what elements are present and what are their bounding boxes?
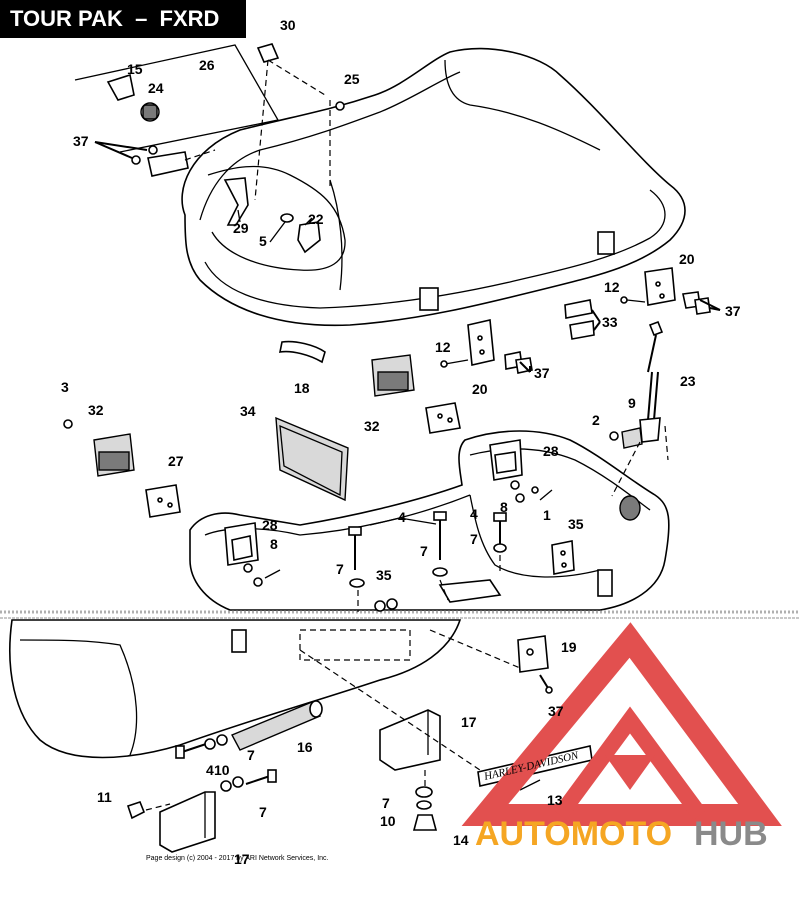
callout-32: 32: [88, 402, 104, 418]
callout-27: 27: [168, 453, 184, 469]
hinges-right: [564, 267, 721, 340]
callout-7: 7: [259, 804, 267, 820]
callout-13: 13: [547, 792, 563, 808]
callout-34: 34: [240, 403, 256, 419]
latch-group: [74, 43, 345, 201]
callout-35: 35: [376, 567, 392, 583]
callout-4: 4: [470, 506, 478, 522]
callout-16: 16: [297, 739, 313, 755]
callout-26: 26: [199, 57, 215, 73]
callout-9: 9: [628, 395, 636, 411]
seal-strip: [278, 340, 326, 364]
callout-18: 18: [294, 380, 310, 396]
callout-28: 28: [543, 443, 559, 459]
tour-pak-base-lower: [9, 619, 462, 759]
callout-17: 17: [234, 851, 250, 867]
callout-7: 7: [336, 561, 344, 577]
callout-35: 35: [568, 516, 584, 532]
callout-1: 1: [543, 507, 551, 523]
watermark-text-part1: AUTOMOTO: [475, 815, 672, 853]
callout-37: 37: [73, 133, 89, 149]
callout-7: 7: [420, 543, 428, 559]
callout-32: 32: [364, 418, 380, 434]
watermark-logo: [461, 622, 782, 826]
hinges-center: [440, 319, 533, 374]
watermark-text-part2: HUB: [694, 815, 768, 853]
callout-33: 33: [602, 314, 618, 330]
callout-11: 11: [97, 789, 112, 805]
callout-12: 12: [604, 279, 620, 295]
callout-7: 7: [247, 747, 255, 763]
clamps-35: [374, 540, 575, 612]
liner-panel: [275, 416, 349, 502]
callout-5: 5: [259, 233, 267, 249]
callout-17: 17: [461, 714, 477, 730]
callout-2: 2: [592, 412, 600, 428]
callout-24: 24: [148, 80, 164, 96]
callout-8: 8: [270, 536, 278, 552]
callout-4: 4: [398, 509, 406, 525]
page-title: TOUR PAK – FXRD: [0, 0, 246, 38]
hinge-screws-top-left: [94, 141, 216, 177]
copyright-notice: Page design (c) 2004 - 2017 by ARI Netwo…: [146, 855, 329, 862]
callout-28: 28: [262, 517, 278, 533]
callout-19: 19: [561, 639, 577, 655]
latch-28-left: [224, 522, 281, 587]
hinge-19: [429, 629, 553, 694]
callout-14: 14: [453, 832, 469, 848]
callout-30: 30: [280, 17, 296, 33]
callout-37: 37: [534, 365, 550, 381]
callout-labels: 1 2 3 4 4 4 5 7 7 7 7 7 7 8 8 9 10 10 11…: [61, 17, 741, 867]
lock-parts: [237, 209, 313, 243]
callout-29: 29: [233, 220, 249, 236]
callout-37: 37: [725, 303, 741, 319]
support-strut: [609, 320, 669, 497]
center-bolts: [348, 511, 507, 612]
callout-8: 8: [500, 499, 508, 515]
callout-22: 22: [308, 211, 324, 227]
callout-20: 20: [472, 381, 488, 397]
callout-10: 10: [214, 762, 230, 778]
callout-4: 4: [206, 762, 214, 778]
callout-7: 7: [382, 795, 390, 811]
tour-pak-lid: [181, 47, 686, 327]
latch-28-right: [489, 439, 553, 503]
scan-break: [0, 610, 800, 619]
callout-20: 20: [679, 251, 695, 267]
callout-7: 7: [470, 531, 478, 547]
callout-12: 12: [435, 339, 451, 355]
callout-37: 37: [548, 703, 564, 719]
callout-3: 3: [61, 379, 69, 395]
callout-10: 10: [380, 813, 396, 829]
pads: [63, 354, 461, 518]
callout-15: 15: [127, 61, 143, 77]
callout-23: 23: [680, 373, 696, 389]
callout-25: 25: [344, 71, 360, 87]
